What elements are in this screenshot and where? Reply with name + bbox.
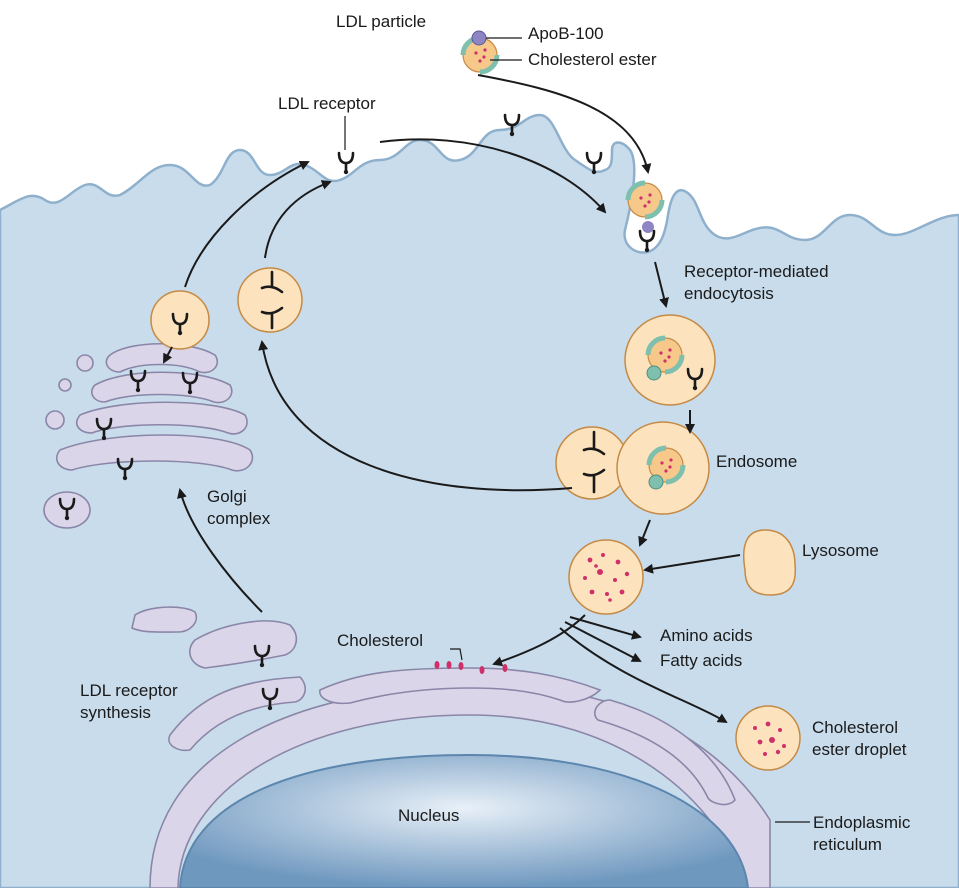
synthesis-label-line2: synthesis (80, 703, 151, 722)
er-label-line1: Endoplasmic (813, 813, 911, 832)
rme-label-line2: endocytosis (684, 284, 774, 303)
endosome-label: Endosome (716, 452, 798, 471)
nucleus (178, 753, 750, 889)
pathway-arrows (163, 74, 741, 724)
cholesterol-ester-label: Cholesterol ester (528, 50, 657, 69)
synthesis-label-line1: LDL receptor (80, 681, 178, 700)
droplet-label-line2: ester droplet (812, 740, 907, 759)
er-label-line2: reticulum (813, 835, 882, 854)
ldl-receptor-label: LDL receptor (278, 94, 376, 113)
apob100-bound-icon (642, 221, 654, 233)
amino-acids-label: Amino acids (660, 626, 753, 645)
droplet-label-line1: Cholesterol (812, 718, 898, 737)
recycling-receptors (260, 270, 606, 494)
rme-label-line1: Receptor-mediated (684, 262, 829, 281)
golgi-label-line1: Golgi (207, 487, 247, 506)
nucleus-label: Nucleus (398, 806, 460, 825)
cholesterol-dots (434, 553, 786, 756)
apob-in-vesicle-icon (646, 365, 662, 381)
endoplasmic-reticulum (131, 606, 771, 889)
ldl-particle-label: LDL particle (336, 12, 427, 31)
golgi-label-line2: complex (207, 509, 271, 528)
apob100-label: ApoB-100 (528, 24, 604, 43)
cholesterol-label: Cholesterol (337, 631, 423, 650)
apob100-icon (471, 30, 487, 46)
lysosome-label: Lysosome (802, 541, 879, 560)
ldl-particle-bound (628, 183, 662, 217)
fatty-acids-label: Fatty acids (660, 651, 743, 670)
leader-lines (344, 37, 810, 823)
apob-in-endosome-icon (648, 474, 664, 490)
